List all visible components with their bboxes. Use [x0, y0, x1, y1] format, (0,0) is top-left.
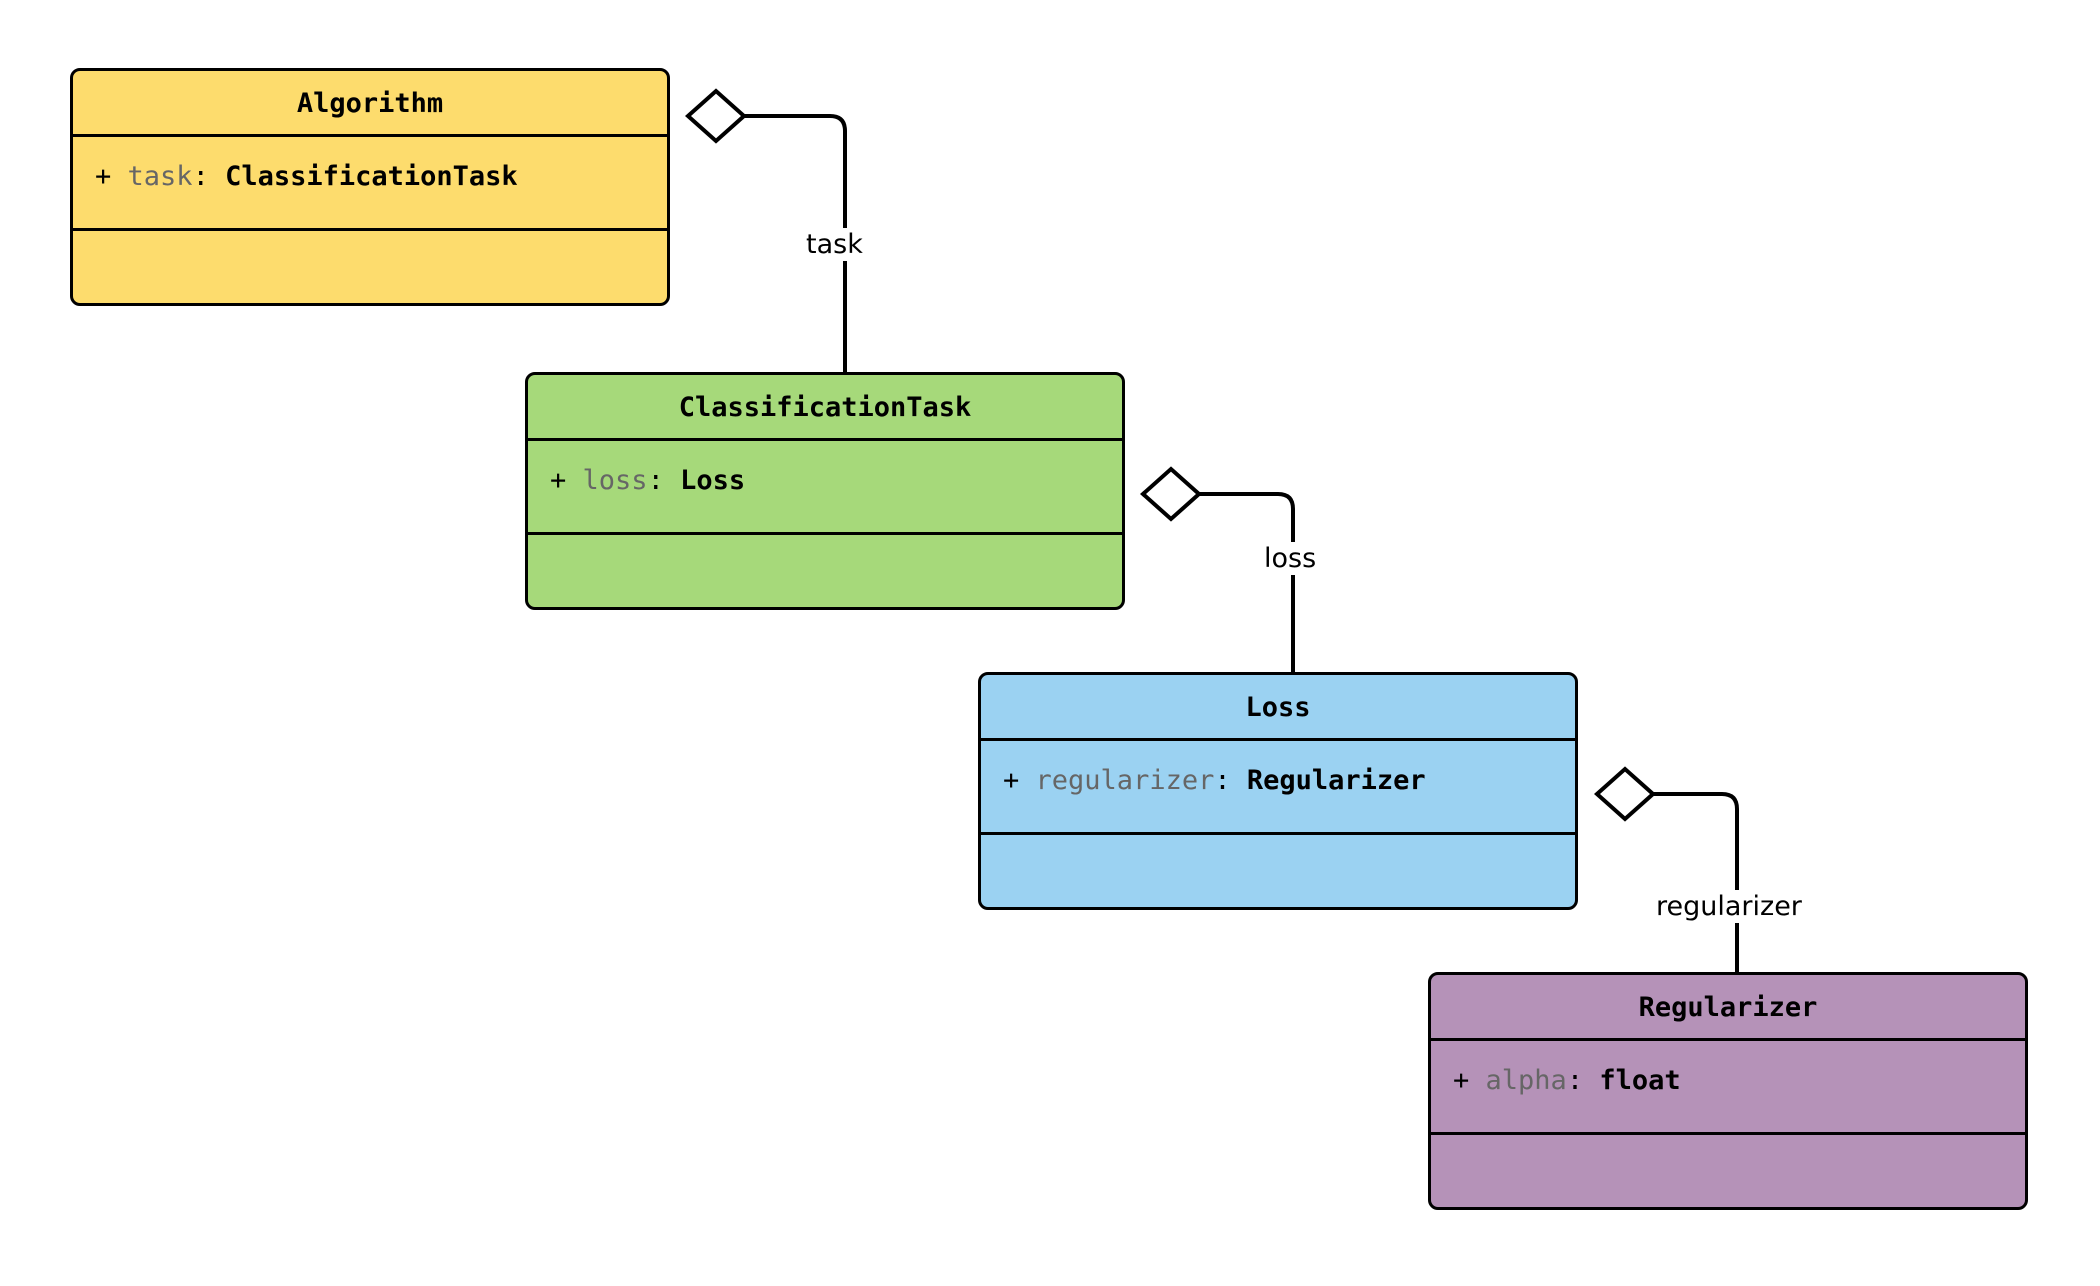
- class-attributes-classification-task: + loss: Loss: [528, 441, 1122, 535]
- uml-class-algorithm[interactable]: Algorithm + task: ClassificationTask: [70, 68, 670, 306]
- attribute-name: task: [127, 161, 193, 192]
- class-attributes-algorithm: + task: ClassificationTask: [73, 137, 667, 231]
- aggregation-diamond-algorithm-task: [684, 88, 748, 144]
- class-methods-loss: [981, 835, 1575, 891]
- aggregation-diamond-task-loss: [1139, 466, 1203, 522]
- attribute-separator: :: [192, 161, 209, 192]
- attribute-separator: :: [647, 465, 664, 496]
- attribute-name: alpha: [1485, 1065, 1567, 1096]
- attribute-row: + regularizer: Regularizer: [1003, 767, 1575, 794]
- attribute-name: regularizer: [1035, 765, 1215, 796]
- attribute-visibility: +: [550, 465, 567, 496]
- attribute-type: Regularizer: [1246, 765, 1426, 796]
- attribute-visibility: +: [1453, 1065, 1470, 1096]
- class-attributes-loss: + regularizer: Regularizer: [981, 741, 1575, 835]
- class-methods-regularizer: [1431, 1135, 2025, 1191]
- attribute-type: float: [1599, 1065, 1681, 1096]
- attribute-row: + task: ClassificationTask: [95, 163, 667, 190]
- aggregation-diamond-loss-regularizer: [1593, 766, 1657, 822]
- class-name-classification-task: ClassificationTask: [528, 375, 1122, 441]
- attribute-name: loss: [582, 465, 648, 496]
- uml-class-regularizer[interactable]: Regularizer + alpha: float: [1428, 972, 2028, 1210]
- uml-class-loss[interactable]: Loss + regularizer: Regularizer: [978, 672, 1578, 910]
- relation-label-task-loss: loss: [1259, 542, 1322, 575]
- relation-line-task-loss: [1199, 492, 1295, 672]
- relation-label-loss-regularizer: regularizer: [1651, 890, 1807, 923]
- attribute-visibility: +: [1003, 765, 1020, 796]
- uml-class-classification-task[interactable]: ClassificationTask + loss: Loss: [525, 372, 1125, 610]
- attribute-type: ClassificationTask: [225, 161, 518, 192]
- relation-line-loss-regularizer: [1653, 792, 1739, 972]
- attribute-type: Loss: [680, 465, 746, 496]
- attribute-row: + loss: Loss: [550, 467, 1122, 494]
- class-name-regularizer: Regularizer: [1431, 975, 2025, 1041]
- attribute-separator: :: [1214, 765, 1231, 796]
- class-attributes-regularizer: + alpha: float: [1431, 1041, 2025, 1135]
- class-name-algorithm: Algorithm: [73, 71, 667, 137]
- class-methods-algorithm: [73, 231, 667, 287]
- class-methods-classification-task: [528, 535, 1122, 591]
- attribute-visibility: +: [95, 161, 112, 192]
- relation-label-algorithm-task: task: [801, 228, 868, 261]
- class-name-loss: Loss: [981, 675, 1575, 741]
- attribute-separator: :: [1566, 1065, 1584, 1096]
- attribute-row: + alpha: float: [1453, 1067, 2025, 1094]
